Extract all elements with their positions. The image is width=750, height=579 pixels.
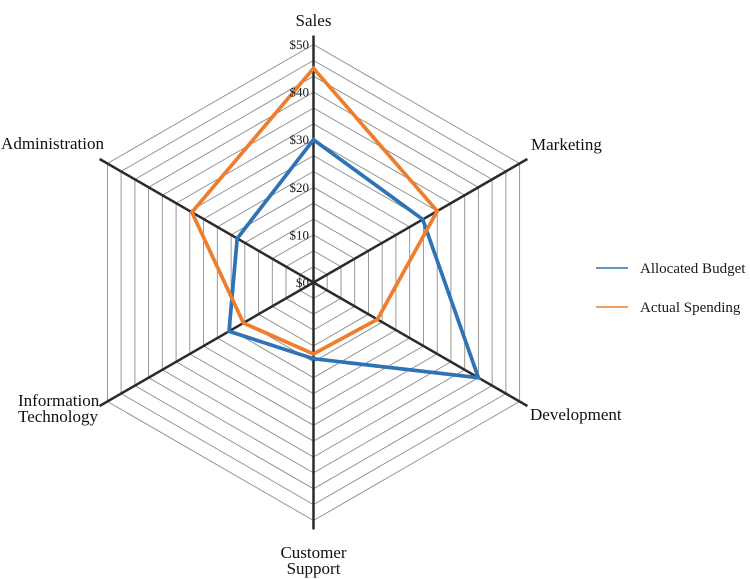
- tick-label: $0: [296, 275, 309, 290]
- axis-spoke: [312, 157, 529, 284]
- tick-label: $10: [290, 227, 310, 242]
- axis-spoke: [312, 281, 529, 408]
- axis-spoke: [98, 157, 315, 284]
- category-label-administration: Administration: [1, 134, 104, 153]
- tick-label: $50: [290, 37, 310, 52]
- grid-layer: [98, 35, 529, 530]
- category-label-sales: Sales: [296, 11, 332, 30]
- legend-label-allocated-budget: Allocated Budget: [640, 261, 746, 277]
- series-layer: [189, 65, 482, 380]
- tick-label: $40: [290, 85, 310, 100]
- labels-layer: $0 $10 $20 $30 $40 $50 SalesMarketingDevelopme…: [1, 11, 622, 578]
- axis-spoke: [98, 281, 315, 408]
- legend: Allocated Budget Actual Spending: [596, 261, 746, 316]
- series-polygon-actual-spending: [189, 65, 440, 356]
- tick-label: $30: [290, 132, 310, 147]
- legend-label-actual-spending: Actual Spending: [640, 300, 741, 316]
- series-polygon-allocated-budget: [227, 137, 482, 380]
- category-label-marketing: Marketing: [531, 135, 602, 154]
- category-label-development: Development: [530, 405, 622, 424]
- tick-label: $20: [290, 180, 310, 195]
